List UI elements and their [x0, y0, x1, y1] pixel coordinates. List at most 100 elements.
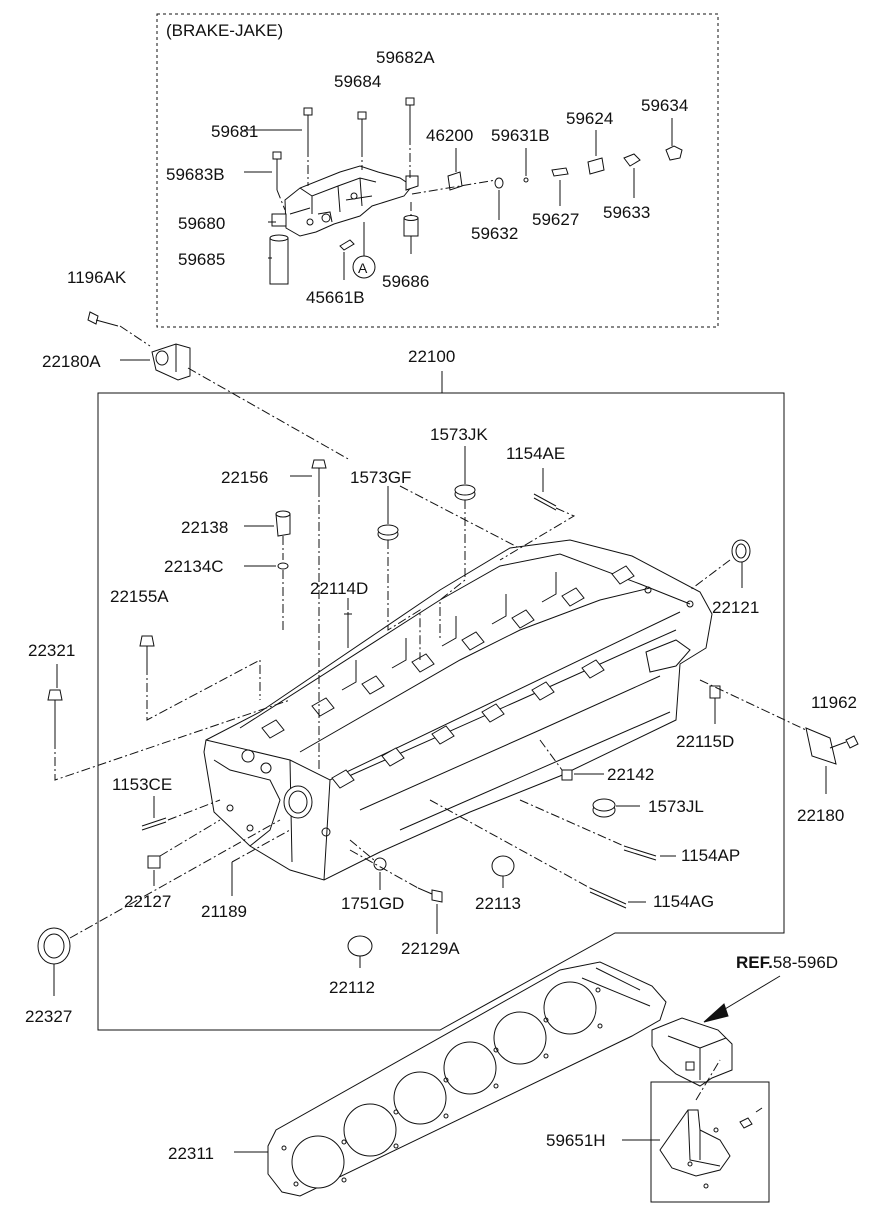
- label-1573jk: 1573JK: [430, 425, 488, 444]
- stud-1154ae: [499, 468, 576, 561]
- brake-jake-inset-frame: [156, 13, 719, 328]
- ball-59631b: [523, 148, 529, 183]
- plug-22115d: [709, 685, 721, 724]
- label-22155a: 22155A: [110, 587, 169, 606]
- label-22114d: 22114D: [310, 579, 368, 598]
- bolt-59684: [357, 111, 367, 170]
- label-22113: 22113: [475, 894, 521, 913]
- bolt-1196ak: [87, 311, 119, 327]
- bracket-59651h: [659, 1107, 763, 1189]
- bolt-22156: [311, 459, 327, 770]
- label-22138: 22138: [181, 518, 228, 537]
- label-59634: 59634: [641, 96, 688, 115]
- seal-1573jl: [592, 798, 640, 818]
- cylinder-head: [203, 539, 713, 881]
- label-46200: 46200: [426, 126, 473, 145]
- label-45661b: 45661B: [306, 288, 365, 307]
- label-22311: 22311: [168, 1144, 214, 1163]
- stud-22114d: [344, 612, 352, 648]
- roller-59680: [271, 213, 287, 227]
- circle-marker-a: A: [352, 222, 376, 279]
- label-59680: 59680: [178, 214, 225, 233]
- label-59684: 59684: [334, 72, 381, 91]
- label-22321: 22321: [28, 641, 75, 660]
- sleeve-22138: [275, 510, 291, 560]
- oring-22134c: [277, 562, 289, 630]
- bolt-11962: [829, 735, 859, 749]
- ref-code: 58-596D: [773, 953, 838, 972]
- label-22142: 22142: [607, 765, 654, 784]
- plug-22142: [539, 739, 604, 781]
- label-22180: 22180: [797, 806, 844, 825]
- svg-text:A: A: [358, 260, 368, 276]
- label-59631b: 59631B: [491, 126, 550, 145]
- seal-1573gf: [377, 486, 421, 660]
- stud-1154ap: [519, 799, 676, 861]
- plug-22112: [347, 935, 373, 968]
- seal-1573jk: [439, 446, 476, 640]
- piston-46200: [447, 148, 463, 191]
- label-59681: 59681: [211, 122, 258, 141]
- label-59685: 59685: [178, 250, 225, 269]
- pin-21189: [231, 829, 291, 896]
- bolt-22321: [47, 689, 291, 781]
- label-59682a: 59682A: [376, 48, 435, 67]
- ref-arrow: [703, 975, 781, 1023]
- label-1573jl: 1573JL: [648, 797, 704, 816]
- label-22327: 22327: [25, 1007, 72, 1026]
- pin-59627: [551, 167, 569, 206]
- seal-22327: [37, 819, 281, 996]
- bracket-22180a: [151, 343, 191, 381]
- plunger-59686: [403, 202, 419, 254]
- label-21189: 21189: [201, 902, 247, 921]
- plug-22127: [147, 819, 221, 886]
- label-1154ap: 1154AP: [681, 846, 740, 865]
- label-11962: 11962: [811, 693, 857, 712]
- stud-1154ag: [429, 799, 646, 909]
- oring-59632: [494, 177, 504, 220]
- ref-module: [651, 1017, 733, 1087]
- label-59632: 59632: [471, 224, 518, 243]
- bolt-59681: [303, 107, 313, 186]
- ref-prefix: REF.: [736, 953, 773, 972]
- label-1153ce: 1153CE: [112, 775, 172, 794]
- bracket-59651h-frame: [650, 1081, 770, 1203]
- oring-1751gd: [349, 839, 387, 890]
- head-gasket: [267, 961, 667, 1197]
- pin-45661b: [339, 239, 355, 251]
- label-59627: 59627: [532, 210, 579, 229]
- label-59686: 59686: [382, 272, 429, 291]
- label-1573gf: 1573GF: [350, 468, 411, 487]
- ref-label: REF.58-596D: [736, 953, 838, 972]
- label-1154ag: 1154AG: [653, 892, 714, 911]
- label-22100: 22100: [408, 347, 455, 366]
- label-1751gd: 1751GD: [341, 894, 404, 913]
- bolt-59683b: [272, 151, 286, 211]
- brake-jake-housing: [284, 165, 419, 237]
- label-22112: 22112: [329, 978, 375, 997]
- label-22127: 22127: [124, 892, 171, 911]
- seal-22121: [689, 539, 751, 591]
- label-59633: 59633: [603, 203, 650, 222]
- label-22129a: 22129A: [401, 939, 460, 958]
- brake-jake-title: (BRAKE-JAKE): [166, 21, 283, 40]
- sleeve-59685: [269, 234, 289, 285]
- bolt-22155a: [139, 635, 261, 721]
- nut-59634: [665, 118, 683, 161]
- label-22121: 22121: [712, 598, 759, 617]
- label-22180a: 22180A: [42, 352, 101, 371]
- label-59683b: 59683B: [166, 165, 225, 184]
- label-1154ae: 1154AE: [506, 444, 565, 463]
- label-1196ak: 1196AK: [67, 268, 127, 287]
- label-22134c: 22134C: [164, 557, 224, 576]
- label-22156: 22156: [221, 468, 268, 487]
- label-59651h: 59651H: [546, 1131, 606, 1150]
- valve-59633: [623, 153, 641, 198]
- label-59624: 59624: [566, 109, 613, 128]
- bracket-22180: [699, 679, 837, 794]
- stud-1153ce: [141, 796, 221, 831]
- cap-59624: [587, 130, 605, 175]
- label-22115d: 22115D: [676, 732, 734, 751]
